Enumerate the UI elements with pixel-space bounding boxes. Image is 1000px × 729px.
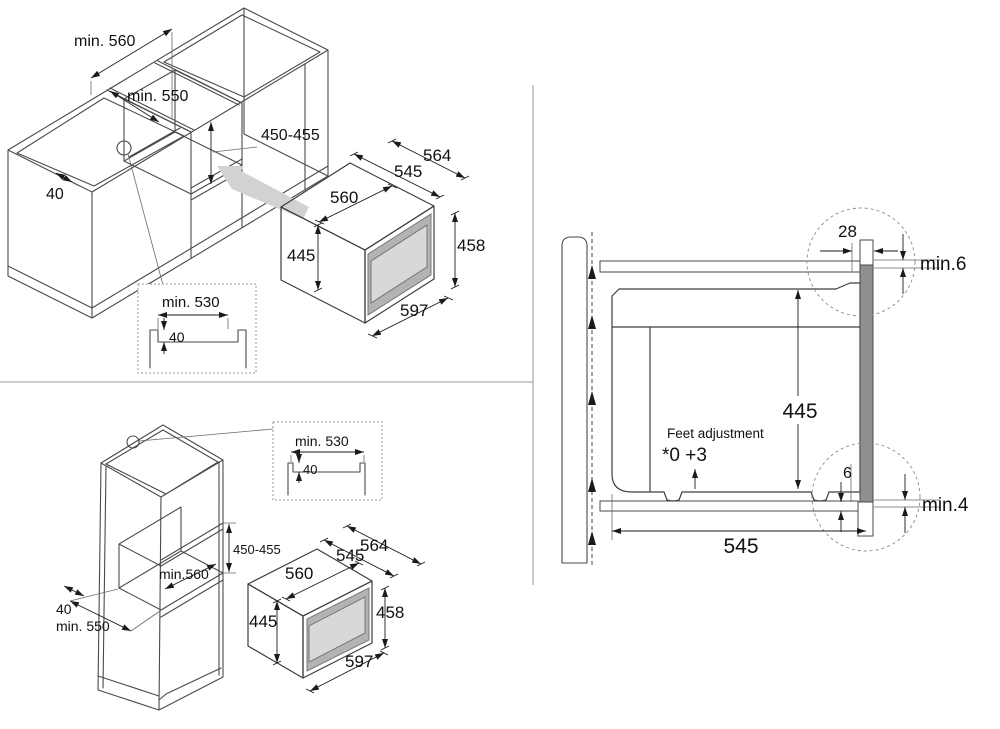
dim2-line-545 bbox=[323, 539, 395, 577]
dim-label-min4: min.4 bbox=[922, 495, 969, 516]
bottom-shelf bbox=[599, 500, 859, 512]
feet-adjustment-range: *0 +3 bbox=[662, 445, 707, 466]
top-shelf bbox=[599, 260, 861, 273]
insert-direction-arrow bbox=[217, 166, 309, 219]
feet-adjustment-label: Feet adjustment bbox=[667, 426, 764, 441]
oven2-door-window bbox=[308, 596, 366, 663]
front-frame bbox=[859, 264, 874, 503]
dim-label-min550-2: min. 550 bbox=[56, 618, 110, 634]
dim-label-28: 28 bbox=[838, 222, 857, 241]
dim-line-rail40-2 bbox=[63, 585, 85, 597]
section-oven-inner-lines bbox=[612, 326, 860, 492]
dim-line-min560-2 bbox=[164, 563, 217, 590]
ext-lines-450 bbox=[223, 522, 236, 574]
tall-cabinet-dims: 450-455 min.560 40 min. 550 bbox=[56, 522, 281, 634]
oven-dims-top: 564 545 560 445 458 597 bbox=[287, 138, 485, 339]
detail-circle-bottom bbox=[811, 442, 921, 552]
inset2-channel-profile bbox=[287, 462, 366, 496]
channel-inset-bottom: min. 530 40 bbox=[272, 421, 383, 501]
dim2-label-458: 458 bbox=[376, 603, 404, 622]
dim-label-min560-2: min.560 bbox=[159, 566, 209, 582]
dim2-line-597 bbox=[309, 652, 385, 692]
inset2-ext-lines bbox=[290, 455, 365, 462]
panel-cross-section: 28 min.6 445 Feet adjustment *0 +3 6 bbox=[561, 207, 969, 568]
dim2-label-445: 445 bbox=[249, 612, 277, 631]
oven-isometric-top bbox=[280, 162, 435, 324]
ext-lines-min550-2 bbox=[69, 588, 161, 632]
feet-adjustment: Feet adjustment *0 +3 bbox=[662, 426, 764, 489]
dim2-label-564: 564 bbox=[360, 536, 388, 555]
panel-tall-cabinet: 450-455 min.560 40 min. 550 564 5 bbox=[56, 421, 426, 711]
inset2-label-min530: min. 530 bbox=[295, 433, 349, 449]
section-oven-body bbox=[611, 282, 861, 502]
dim-label-545: 545 bbox=[394, 162, 422, 181]
base-cabinet-lines bbox=[7, 7, 329, 319]
oven-left-face bbox=[280, 206, 366, 324]
dim-label-niche-height-2: 450-455 bbox=[233, 542, 281, 557]
ext-lines-min6 bbox=[874, 259, 940, 269]
dim-label-445s: 445 bbox=[782, 400, 817, 423]
dim-line-min550 bbox=[109, 90, 160, 123]
front-frame-top bbox=[859, 239, 874, 266]
dim-label-445: 445 bbox=[287, 246, 315, 265]
dim2-label-545: 545 bbox=[336, 546, 364, 565]
dim-label-min550: min. 550 bbox=[127, 88, 188, 105]
detail-leader-line bbox=[127, 153, 164, 286]
oven-dim-ticks bbox=[313, 138, 470, 339]
ext-line-rail40 bbox=[72, 182, 91, 192]
dim2-line-560 bbox=[285, 562, 360, 600]
oven-front-face bbox=[364, 205, 435, 324]
dim-line-min560 bbox=[90, 28, 173, 79]
channel-inset-top: min. 530 40 bbox=[137, 283, 257, 374]
dim-445-section: 445 bbox=[782, 290, 818, 489]
dim-line-560 bbox=[318, 185, 393, 223]
inset2-label-40: 40 bbox=[303, 462, 317, 477]
dim-545-section: 545 bbox=[611, 494, 866, 558]
dim-line-min550-2 bbox=[69, 600, 132, 632]
dim-label-560: 560 bbox=[330, 188, 358, 207]
oven-isometric-bottom bbox=[247, 548, 373, 679]
dim-28: 28 bbox=[820, 222, 898, 272]
dim-label-458: 458 bbox=[457, 236, 485, 255]
dim2-label-560: 560 bbox=[285, 564, 313, 583]
dim-label-rail40: 40 bbox=[46, 186, 64, 203]
panel-base-cabinet: 564 545 560 445 458 597 min. 560 min. 55… bbox=[7, 7, 485, 374]
tall-niche-interior-lines bbox=[118, 506, 224, 611]
dim-label-min560: min. 560 bbox=[74, 33, 135, 50]
dim-line-545 bbox=[353, 153, 441, 198]
leader-niche-height bbox=[212, 146, 258, 153]
detail-marker-circle-2 bbox=[126, 435, 140, 449]
dim-6: 6 bbox=[838, 464, 852, 532]
front-frame-bottom bbox=[857, 501, 874, 537]
dim-min6: min.6 bbox=[874, 234, 966, 294]
dim-label-545s: 545 bbox=[723, 535, 758, 558]
detail-circle-top bbox=[806, 207, 916, 317]
oven2-dim-ticks bbox=[272, 523, 426, 694]
dim-label-min6: min.6 bbox=[920, 254, 966, 275]
dim2-label-597: 597 bbox=[345, 652, 373, 671]
dim-line-rail40 bbox=[55, 172, 73, 183]
detail-leader-line-2 bbox=[138, 428, 274, 442]
dim-label-niche-height: 450-455 bbox=[261, 127, 320, 144]
dim-min4: min.4 bbox=[874, 474, 969, 533]
tall-cabinet-lines bbox=[97, 424, 224, 711]
centerline-up-arrows bbox=[588, 265, 596, 545]
base-cabinet-dims: min. 560 min. 550 450-455 40 bbox=[46, 28, 320, 203]
dim-line-597 bbox=[371, 297, 449, 337]
inset-channel-profile bbox=[149, 329, 247, 369]
inset-label-40: 40 bbox=[169, 329, 185, 345]
detail-marker-circle bbox=[116, 140, 132, 156]
dim-label-rail40-2: 40 bbox=[56, 601, 72, 617]
wall-panel bbox=[561, 236, 588, 564]
oven-dims-bottom: 564 545 560 445 458 597 bbox=[249, 523, 426, 694]
dim-label-564: 564 bbox=[423, 146, 451, 165]
inset-ext-lines bbox=[157, 318, 229, 329]
inset-label-min530: min. 530 bbox=[162, 294, 220, 311]
oven-door-window bbox=[370, 224, 428, 304]
dim-label-597: 597 bbox=[400, 301, 428, 320]
dim-label-6: 6 bbox=[843, 465, 852, 482]
